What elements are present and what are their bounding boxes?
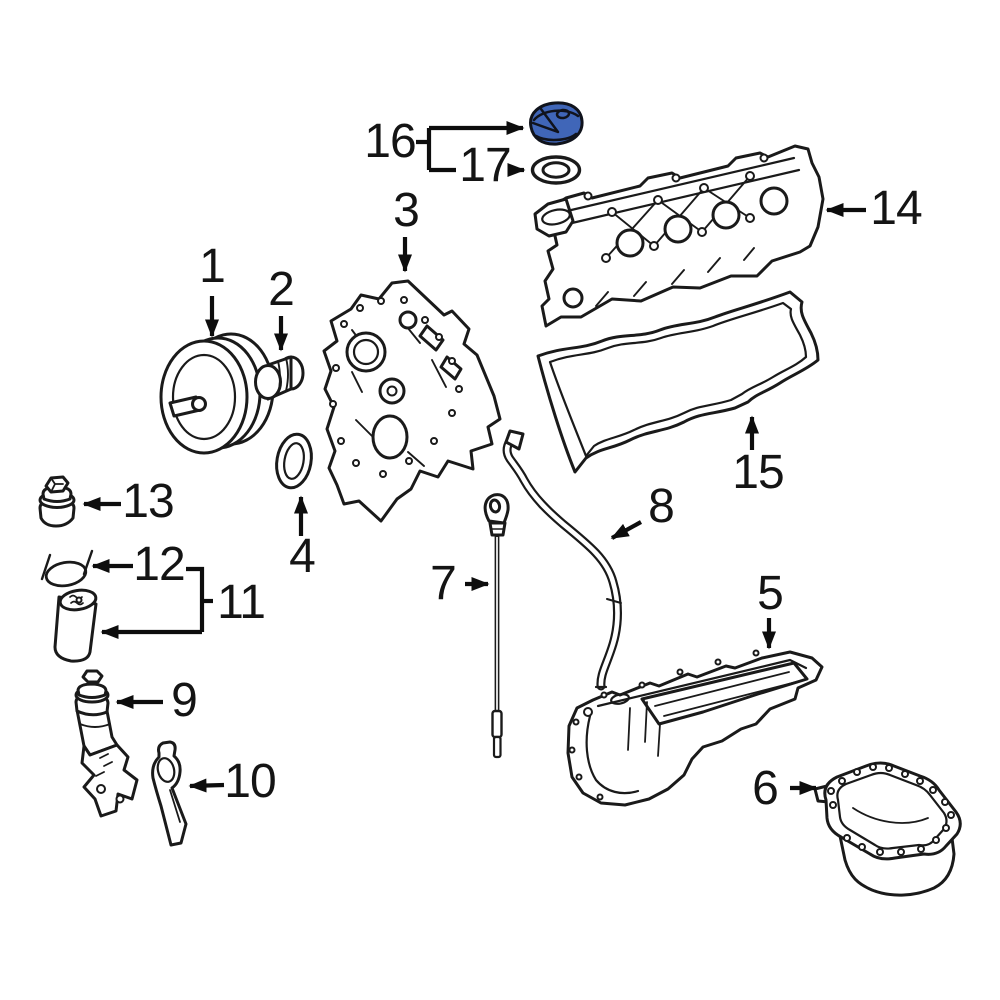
- callout-12-label: 12: [133, 538, 185, 591]
- callout-10-arrow: [188, 778, 225, 793]
- part-1-crankshaft-pulley-drawing: [159, 332, 275, 455]
- callout-11-bracket: [186, 566, 205, 632]
- callout-4-label: 4: [289, 530, 316, 583]
- callout-16-label: 16: [364, 115, 416, 168]
- part-2-hub-spacer-drawing: [254, 355, 305, 401]
- callout-10-label: 10: [224, 755, 276, 808]
- part-11-filter-element-drawing: [53, 588, 98, 663]
- callout-17-label: 17: [459, 139, 511, 192]
- callout-1-label: 1: [199, 240, 226, 293]
- part-5-upper-oil-pan-drawing: [566, 649, 824, 807]
- part-7-dipstick-drawing: [483, 493, 510, 759]
- callout-7-label: 7: [430, 557, 457, 610]
- callout-5-label: 5: [757, 567, 784, 620]
- callout-6-label: 6: [752, 762, 779, 815]
- callout-11-label: 11: [217, 576, 266, 629]
- part-13-oil-filter-cap-drawing: [38, 475, 76, 528]
- callout-9-label: 9: [171, 674, 198, 727]
- callout-arrows: [82, 121, 866, 795]
- part-3-timing-cover-drawing: [322, 279, 502, 523]
- callout-8-arrow: [610, 520, 643, 540]
- callout-15-label: 15: [732, 446, 784, 499]
- part-9-filter-housing-drawing: [74, 669, 139, 818]
- callout-2-label: 2: [268, 263, 295, 316]
- part-17-filler-cap-gasket-drawing: [530, 155, 582, 185]
- callout-16-bracket: [416, 128, 456, 173]
- callout-3-label: 3: [393, 184, 420, 237]
- part-6-lower-oil-pan-drawing: [813, 761, 962, 897]
- part-4-crank-seal-drawing: [275, 432, 313, 490]
- part-10-bracket-drawing: [151, 740, 188, 847]
- part-14-valve-cover-drawing: [533, 144, 825, 328]
- callout-13-label: 13: [122, 475, 174, 528]
- part-16-oil-filler-cap-drawing: [529, 101, 584, 146]
- part-12-o-ring-drawing: [40, 549, 94, 588]
- part-8-dipstick-tube-drawing: [502, 429, 622, 691]
- callout-8-label: 8: [648, 480, 675, 533]
- callout-14-label: 14: [870, 182, 922, 235]
- part-15-valve-cover-gasket-drawing: [536, 290, 820, 474]
